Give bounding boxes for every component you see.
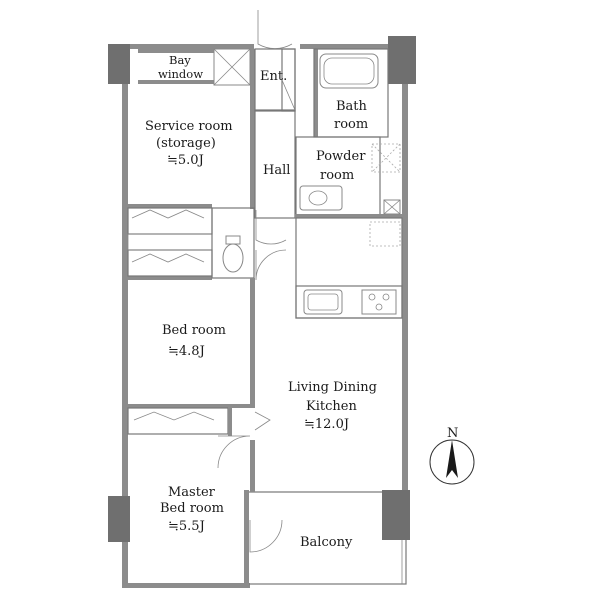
service-room-sub: (storage) [156, 136, 216, 151]
wash-basin [299, 185, 343, 211]
pillar-bottom-left [108, 496, 130, 542]
pillar-top-right [388, 36, 416, 84]
fixtures [213, 48, 401, 315]
master-size: ≒5.5J [168, 519, 205, 534]
closet-marks [131, 209, 215, 421]
ldk-label-2: Kitchen [306, 399, 357, 414]
ldk-size: ≒12.0J [304, 417, 349, 432]
kitchen-sink [303, 289, 343, 315]
north-compass: N [429, 426, 475, 485]
bed-room-label: Bed room [162, 323, 226, 338]
bay-window-label-2: window [158, 67, 203, 81]
ldk-label-1: Living Dining [288, 380, 377, 395]
pillars [108, 36, 416, 542]
master-label-2: Bed room [160, 501, 224, 516]
bath-label-1: Bath [336, 99, 368, 114]
powder-label-2: room [320, 168, 354, 183]
service-room-label: Service room [145, 119, 233, 134]
interior-walls [127, 48, 405, 585]
master-label-1: Master [168, 485, 216, 500]
pillar-top-left [108, 44, 130, 84]
entrance-label: Ent. [260, 69, 287, 84]
powder-label-1: Powder [316, 149, 366, 164]
compass-label: N [447, 426, 458, 441]
pillar-bottom-right [382, 490, 410, 540]
doors [217, 10, 293, 553]
bay-window-label-1: Bay [169, 53, 191, 67]
bathtub [319, 53, 379, 89]
bed-room-size: ≒4.8J [168, 344, 205, 359]
balcony-label: Balcony [300, 535, 353, 550]
bath-label-2: room [334, 117, 368, 132]
toilet-bowl [222, 243, 244, 273]
toilet-tank [225, 235, 241, 245]
hall-label: Hall [263, 163, 290, 178]
service-room-size: ≒5.0J [167, 153, 204, 168]
